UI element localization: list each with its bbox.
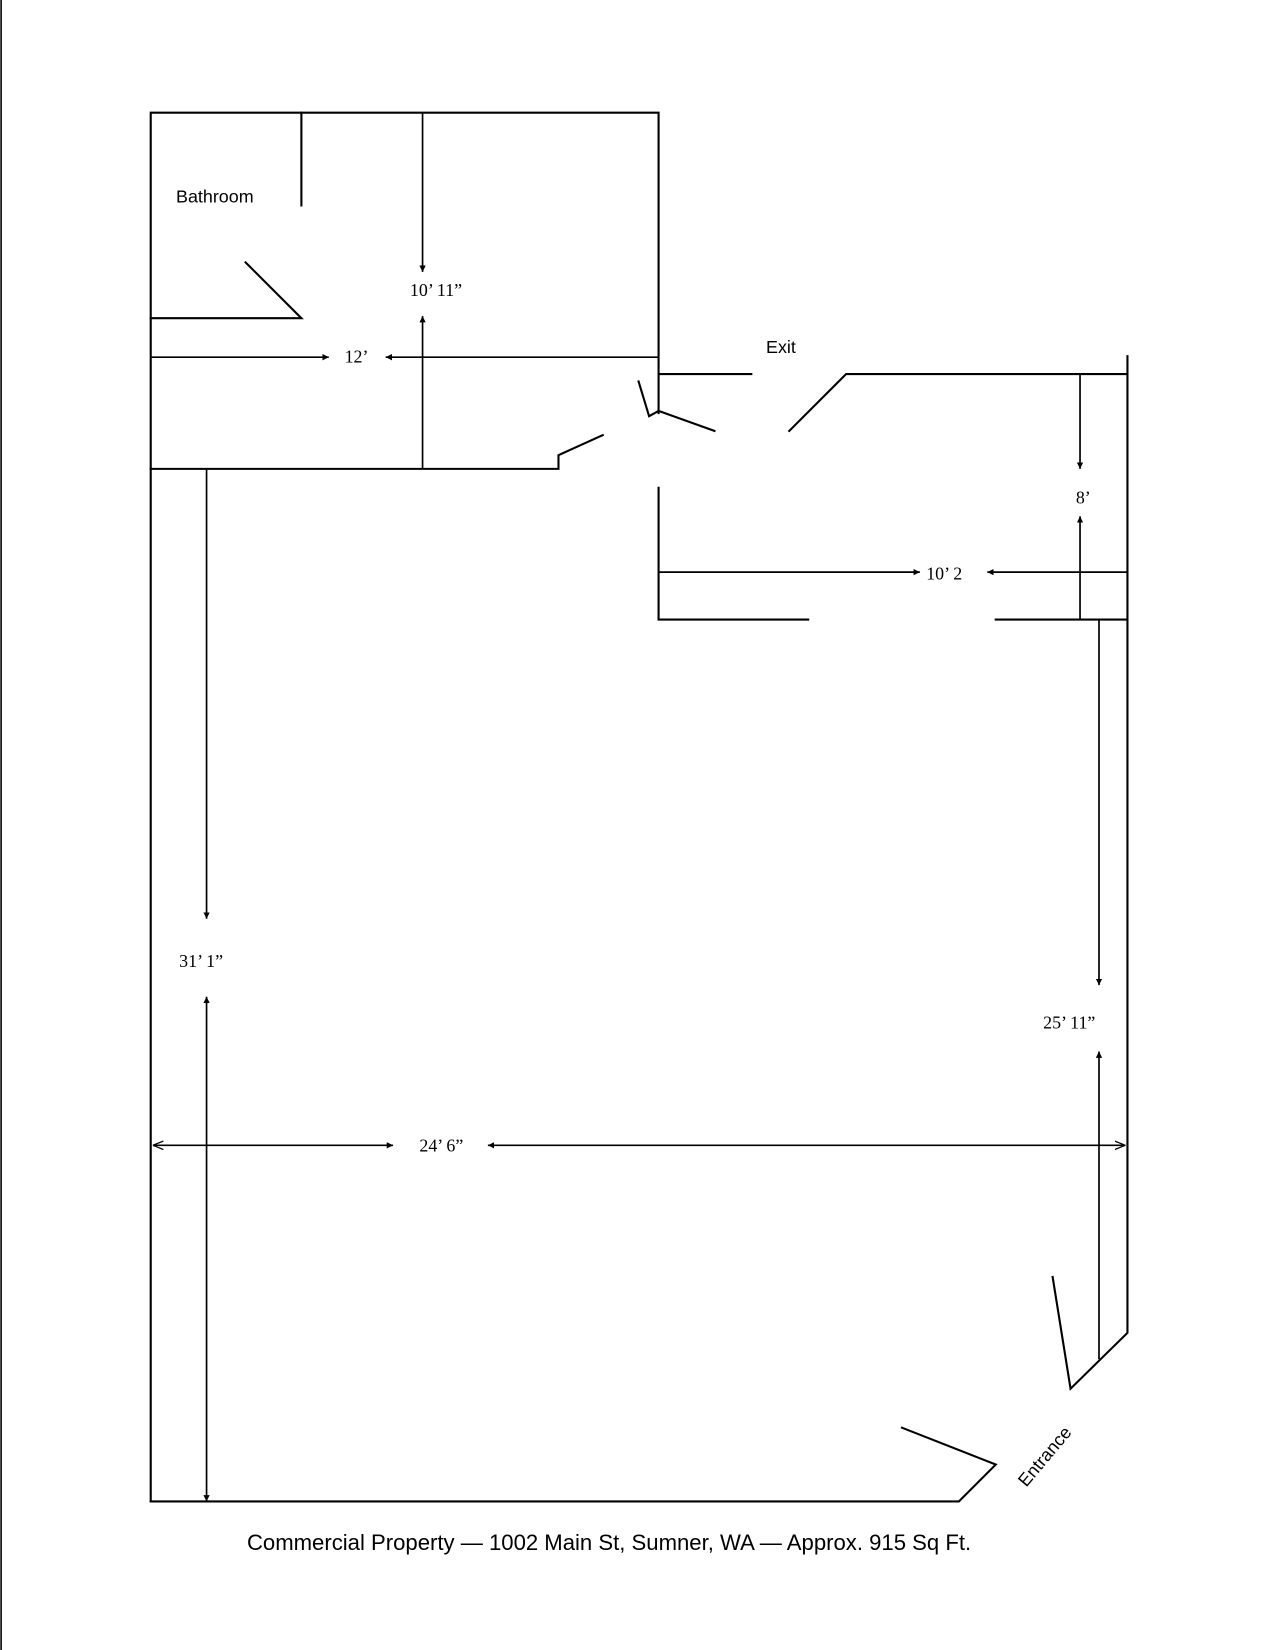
- dimension-right-height: 25’ 11”: [1043, 1012, 1095, 1032]
- dimension-corridor-width: 10’ 2: [926, 564, 962, 584]
- dimension-left-height: 31’ 1”: [179, 951, 223, 971]
- dimension-lines: [150, 112, 1128, 1502]
- dimension-corridor-height: 8’: [1076, 488, 1091, 508]
- dimension-upper-height: 10’ 11”: [410, 280, 462, 300]
- opening-label-entrance: Entrance: [1014, 1423, 1075, 1491]
- opening-label-exit: Exit: [766, 337, 796, 357]
- plan-caption: Commercial Property — 1002 Main St, Sumn…: [247, 1530, 971, 1555]
- dimension-upper-width: 12’: [345, 346, 369, 366]
- dimension-main-width: 24’ 6”: [419, 1136, 463, 1156]
- room-label-bathroom: Bathroom: [176, 186, 254, 206]
- walls: [149, 111, 1129, 1503]
